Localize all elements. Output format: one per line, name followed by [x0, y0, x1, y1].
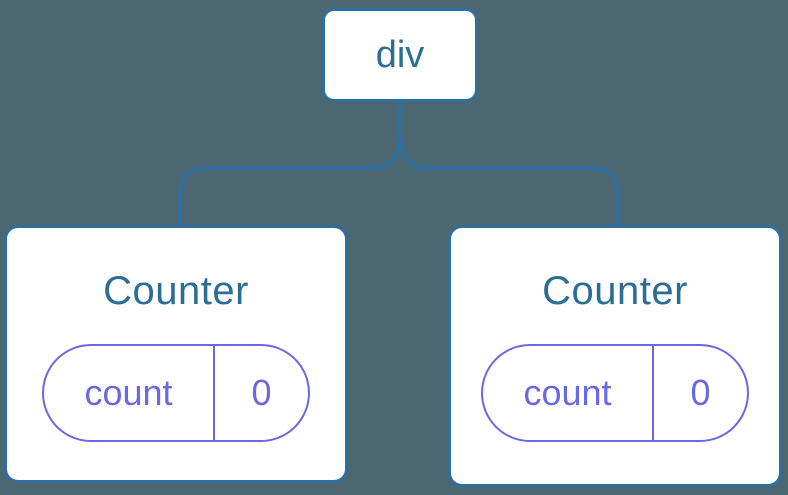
state-pill: count 0 — [481, 344, 749, 442]
state-key-label: count — [523, 372, 612, 413]
state-pill: count 0 — [42, 344, 310, 442]
counter-title: Counter — [103, 269, 249, 313]
root-node-label: div — [375, 33, 425, 76]
edge-root-to-left-counter — [178, 100, 402, 227]
counter-card-left: Counter count 0 — [4, 225, 348, 483]
counter-title: Counter — [542, 269, 688, 313]
state-value: 0 — [212, 346, 308, 440]
counter-card-right: Counter count 0 — [448, 225, 782, 487]
state-value: 0 — [651, 346, 747, 440]
state-key-label: count — [84, 372, 173, 413]
root-node-div: div — [322, 8, 478, 102]
edge-root-to-right-counter — [398, 100, 620, 227]
